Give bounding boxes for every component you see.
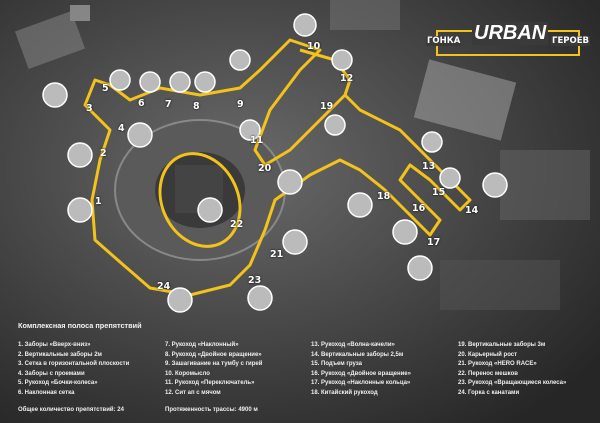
legend-column-1: 1. Заборы «Вверх-вниз» 2. Вертикальные з…: [18, 341, 129, 398]
marker-12: 12: [340, 73, 354, 84]
marker-7: 7: [165, 99, 172, 110]
marker-6: 6: [138, 98, 145, 109]
marker-4: 4: [118, 123, 125, 134]
legend-item: 13. Рукоход «Волна-качели»: [311, 342, 395, 348]
marker-16: 16: [412, 203, 426, 214]
marker-8: 8: [193, 101, 200, 112]
legend-column-3: 13. Рукоход «Волна-качели» 14. Вертикаль…: [311, 341, 411, 398]
legend-column-4: 19. Вертикальные заборы 3м 20. Карьерный…: [458, 341, 566, 398]
total-obstacles: Общее количество препятствий: 24: [18, 407, 124, 413]
track-length: Протяженность трассы: 4900 м: [165, 407, 258, 413]
legend-item: 12. Сит ап с мячом: [165, 389, 221, 396]
marker-10: 10: [307, 41, 321, 52]
legend-item: 7. Рукоход «Наклонный»: [165, 342, 239, 348]
legend-item: 20. Карьерный рост: [458, 351, 518, 358]
logo-left-text: ГОНКА: [426, 36, 462, 46]
legend-item: 18. Китайский рукоход: [311, 389, 378, 396]
marker-15: 15: [432, 187, 446, 198]
obstacle-photos: [42, 13, 508, 313]
logo-right-text: ГЕРОЕВ: [551, 36, 590, 46]
legend-item: 19. Вертикальные заборы 3м: [458, 342, 546, 348]
legend-item: 14. Вертикальные заборы 2,5м: [311, 351, 404, 358]
marker-22: 22: [230, 219, 244, 230]
legend-item: 11. Рукоход «Переключатель»: [165, 380, 255, 386]
legend-item: 3. Сетка в горизонтальной плоскости: [18, 361, 130, 367]
legend-item: 2. Вертикальные заборы 2м: [18, 351, 102, 358]
legend-item: 21. Рукоход «HERO RACE»: [458, 361, 537, 367]
marker-13: 13: [422, 161, 436, 172]
marker-18: 18: [377, 191, 391, 202]
legend-item: 23. Рукоход «Вращающиеся колеса»: [458, 380, 567, 386]
legend-item: 24. Горка с канатами: [458, 389, 520, 396]
marker-2: 2: [100, 148, 107, 159]
marker-24: 24: [157, 281, 171, 292]
marker-1: 1: [95, 196, 102, 207]
legend: Комплексная полоса препятствий 1. Заборы…: [0, 315, 600, 423]
legend-item: 22. Перенос мешков: [458, 370, 518, 377]
marker-23: 23: [248, 275, 262, 286]
legend-item: 15. Подъем груза: [311, 361, 362, 367]
logo-urban-text: URBAN: [472, 22, 549, 45]
legend-item: 1. Заборы «Вверх-вниз»: [18, 342, 91, 348]
marker-17: 17: [427, 237, 441, 248]
legend-title: Комплексная полоса препятствий: [18, 321, 142, 330]
legend-item: 4. Заборы с проемами: [18, 370, 85, 377]
logo: ГОНКА URBAN ГЕРОЕВ: [426, 22, 590, 56]
legend-item: 8. Рукоход «Двойное вращение»: [165, 351, 262, 358]
marker-19: 19: [320, 101, 334, 112]
legend-item: 10. Коромысло: [165, 370, 210, 377]
buildings: [14, 0, 590, 310]
marker-20: 20: [258, 163, 272, 174]
legend-item: 16. Рукоход «Двойное вращение»: [311, 370, 411, 377]
marker-9: 9: [237, 99, 244, 110]
marker-14: 14: [465, 205, 479, 216]
marker-21: 21: [270, 249, 284, 260]
legend-item: 5. Рукоход «Бочки-колеса»: [18, 380, 98, 386]
marker-3: 3: [86, 103, 93, 114]
legend-item: 9. Зашагивание на тумбу с гирей: [165, 361, 263, 367]
legend-column-2: 7. Рукоход «Наклонный» 8. Рукоход «Двойн…: [165, 341, 262, 398]
marker-5: 5: [102, 83, 109, 94]
legend-item: 17. Рукоход «Наклонные кольца»: [311, 380, 411, 386]
marker-11: 11: [250, 135, 264, 146]
legend-item: 6. Наклонная сетка: [18, 389, 75, 396]
